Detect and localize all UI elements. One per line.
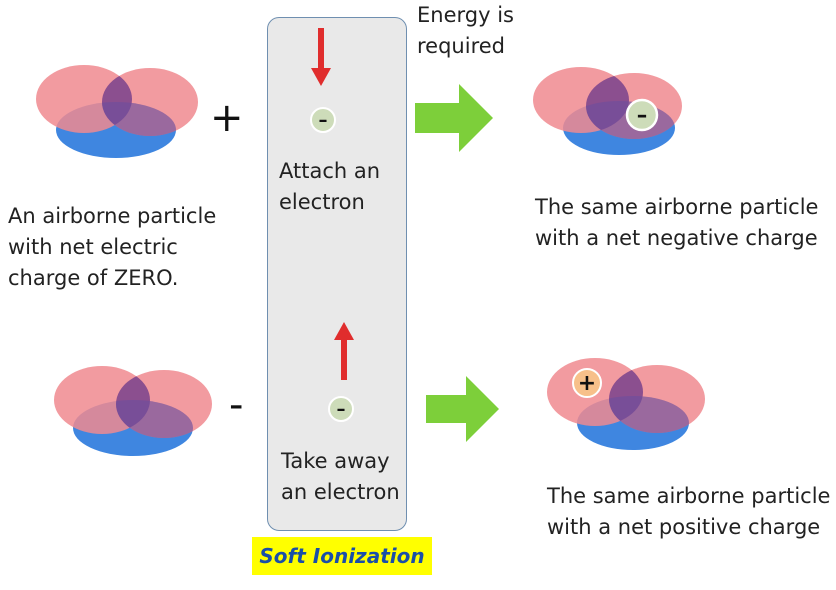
neutral-particle-top (36, 65, 198, 158)
negative-particle (533, 67, 682, 155)
positive-hole-icon: + (572, 368, 602, 398)
minus-operator: - (229, 382, 244, 428)
neutral-particle-caption: An airborne particle with net electric c… (8, 204, 217, 290)
plus-operator: + (210, 95, 244, 141)
green-right-arrow-icon-top (415, 84, 493, 152)
green-right-arrow-icon-bottom (426, 376, 499, 442)
red-up-arrow-icon (334, 322, 354, 380)
electron-icon-top: – (310, 107, 336, 133)
electron-icon-bottom: – (328, 396, 354, 422)
red-down-arrow-icon (311, 28, 331, 86)
neutral-particle-bottom (54, 366, 212, 456)
negative-charge-caption: The same airborne particle with a net ne… (535, 195, 819, 250)
svg-text:–: – (637, 103, 648, 127)
take-away-electron-label: Take away an electron (281, 449, 400, 504)
process-panel (267, 17, 407, 531)
positive-particle (547, 358, 705, 450)
energy-required-note: Energy is required (417, 3, 514, 58)
svg-text:–: – (337, 399, 346, 420)
electron-icon-attached: – (625, 98, 659, 132)
attach-electron-label: Attach an electron (279, 159, 381, 214)
svg-text:–: – (319, 110, 328, 131)
soft-ionization-label: Soft Ionization (252, 537, 432, 575)
svg-text:+: + (578, 371, 596, 396)
positive-charge-caption: The same airborne particle with a net po… (547, 484, 831, 539)
